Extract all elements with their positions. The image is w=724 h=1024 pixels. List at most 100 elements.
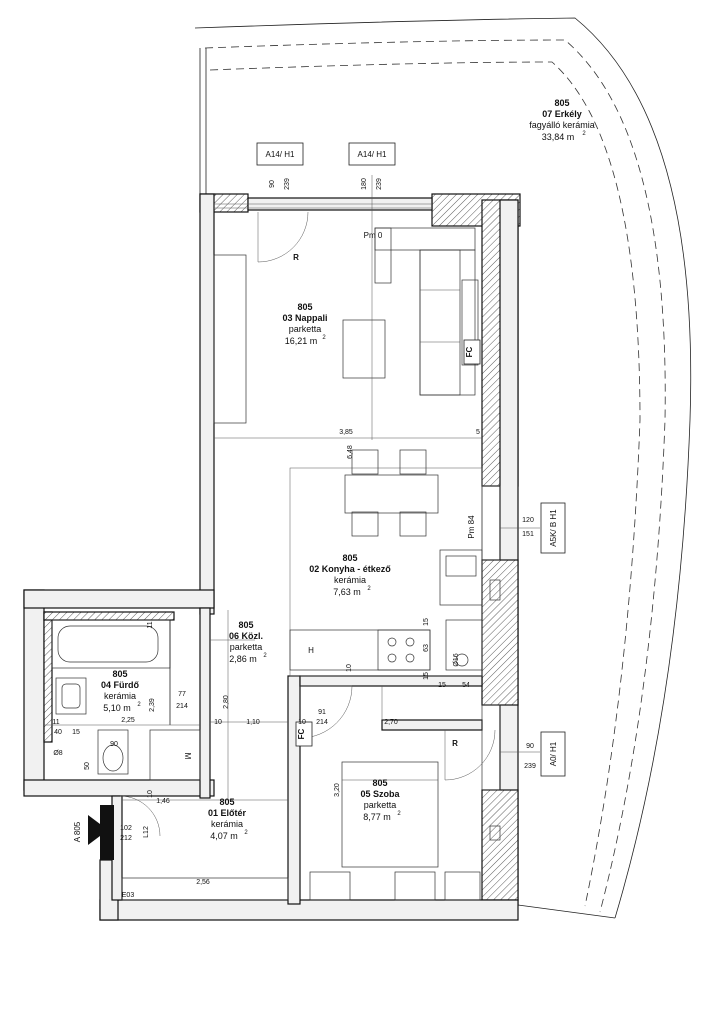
svg-text:8,77 m: 8,77 m	[363, 812, 391, 822]
dim-50: 50	[84, 762, 91, 770]
svg-text:2: 2	[263, 653, 267, 659]
dim-5: 5	[476, 429, 480, 436]
dim-11-a: 11	[147, 621, 154, 628]
svg-text:fagyálló kerámia: fagyálló kerámia	[529, 120, 595, 130]
svg-text:2: 2	[367, 586, 371, 592]
dim-280: 2,80	[223, 695, 230, 709]
dim-239-a: 239	[284, 178, 291, 190]
dim-15-a: 15	[72, 729, 80, 736]
svg-text:805: 805	[297, 302, 312, 312]
svg-text:805: 805	[112, 669, 127, 679]
svg-text:parketta: parketta	[289, 324, 322, 334]
pm84-label: Pm 84	[467, 515, 476, 539]
entrance-label: A 805	[73, 821, 82, 842]
dim-110: 1,10	[246, 719, 260, 726]
r-symbol-room: R	[452, 739, 458, 748]
dim-180: 180	[361, 178, 368, 190]
room-label-furdo: 805 04 Fürdő kerámia 5,10 m 2	[101, 669, 141, 713]
svg-text:16,21 m: 16,21 m	[285, 336, 318, 346]
dim-256: 2,56	[196, 879, 210, 886]
dim-214-b: 214	[316, 719, 328, 726]
dim-90-a: 90	[269, 180, 276, 188]
svg-text:2,86 m: 2,86 m	[229, 654, 257, 664]
svg-text:805: 805	[219, 797, 234, 807]
svg-text:805: 805	[342, 553, 357, 563]
dim-648: 6,48	[347, 445, 354, 459]
svg-text:kerámia: kerámia	[104, 691, 136, 701]
svg-text:4,07 m: 4,07 m	[210, 831, 238, 841]
dim-10-a: 10	[214, 719, 222, 726]
dim-15-b: 15	[423, 618, 430, 626]
room-label-szoba: 805 05 Szoba parketta 8,77 m 2	[360, 778, 401, 822]
svg-text:2: 2	[582, 131, 586, 137]
dim-11-b: 11	[52, 719, 59, 726]
svg-text:parketta: parketta	[230, 642, 263, 652]
fc-symbol-hall: FC	[297, 728, 306, 739]
walls	[23, 193, 521, 921]
svg-text:2: 2	[244, 830, 248, 836]
l12-label: L12	[143, 826, 150, 838]
svg-text:parketta: parketta	[364, 800, 397, 810]
symbols: FC FC R R H M Pm 0 Pm 84 L12 E03	[122, 231, 481, 899]
dim-212: 212	[120, 835, 132, 842]
svg-text:2: 2	[137, 702, 141, 708]
dim-77: 77	[178, 691, 186, 698]
dim-91: 91	[318, 709, 326, 716]
dim-239-b: 239	[376, 178, 383, 190]
room-label-eloter: 805 01 Előtér kerámia 4,07 m 2	[208, 797, 248, 841]
svg-text:A5K/ B H1: A5K/ B H1	[549, 509, 558, 547]
svg-text:805: 805	[238, 620, 253, 630]
dim-10-c: 10	[346, 664, 353, 672]
dim-102: 102	[120, 825, 132, 832]
dim-385: 3,85	[339, 429, 353, 436]
svg-text:A14/ H1: A14/ H1	[358, 150, 387, 159]
dim-10-d: 10	[147, 790, 154, 798]
dim-40: 40	[54, 729, 62, 736]
window-tag-a14-right: A14/ H1	[348, 142, 396, 166]
dim-151: 151	[522, 531, 534, 538]
svg-text:03 Nappali: 03 Nappali	[282, 313, 327, 323]
m-symbol-bath: M	[183, 753, 192, 760]
r-symbol-living: R	[293, 253, 299, 262]
room-label-kozl: 805 06 Közl. parketta 2,86 m 2	[229, 620, 267, 664]
svg-text:805: 805	[372, 778, 387, 788]
dim-320: 3,20	[334, 783, 341, 797]
room-label-erkely: 805 07 Erkély fagyálló kerámia 33,84 m 2	[529, 98, 595, 142]
dim-239-v: 2,39	[149, 698, 156, 712]
window-tag-a5k: A5K/ B H1	[540, 502, 566, 554]
svg-text:A0/ H1: A0/ H1	[549, 741, 558, 766]
svg-text:kerámia: kerámia	[334, 575, 366, 585]
svg-text:01 Előtér: 01 Előtér	[208, 808, 247, 818]
svg-text:7,63 m: 7,63 m	[333, 587, 361, 597]
dim-63: 63	[423, 644, 430, 652]
dim-08: Ø8	[53, 750, 62, 757]
pm0-label: Pm 0	[364, 231, 383, 240]
dim-15-d: 15	[438, 682, 446, 689]
window-tag-a14-left: A14/ H1	[256, 142, 304, 166]
dim-225: 2,25	[121, 717, 135, 724]
window-tag-a0: A0/ H1	[540, 731, 566, 777]
svg-text:33,84 m: 33,84 m	[542, 132, 575, 142]
svg-text:A14/ H1: A14/ H1	[266, 150, 295, 159]
dim-146: 1,46	[156, 798, 170, 805]
dim-120: 120	[522, 517, 534, 524]
dim-10-b: 10	[298, 719, 306, 726]
dim-15-c: 15	[423, 672, 430, 680]
dim-90-c: 90	[110, 741, 118, 748]
dim-90-b: 90	[526, 743, 534, 750]
svg-text:kerámia: kerámia	[211, 819, 243, 829]
e03-label: E03	[122, 892, 135, 899]
svg-text:5,10 m: 5,10 m	[103, 703, 131, 713]
room-label-konyha: 805 02 Konyha - étkező kerámia 7,63 m 2	[309, 553, 391, 597]
dim-54: 54	[462, 682, 470, 689]
svg-text:805: 805	[554, 98, 569, 108]
balcony-outline	[194, 17, 692, 919]
svg-text:05 Szoba: 05 Szoba	[360, 789, 400, 799]
fc-symbol-living: FC	[465, 346, 474, 357]
svg-text:2: 2	[322, 335, 326, 341]
furniture	[44, 175, 540, 901]
h-symbol-kitchen: H	[308, 646, 314, 655]
dim-270: 2,70	[384, 719, 398, 726]
svg-text:2: 2	[397, 811, 401, 817]
